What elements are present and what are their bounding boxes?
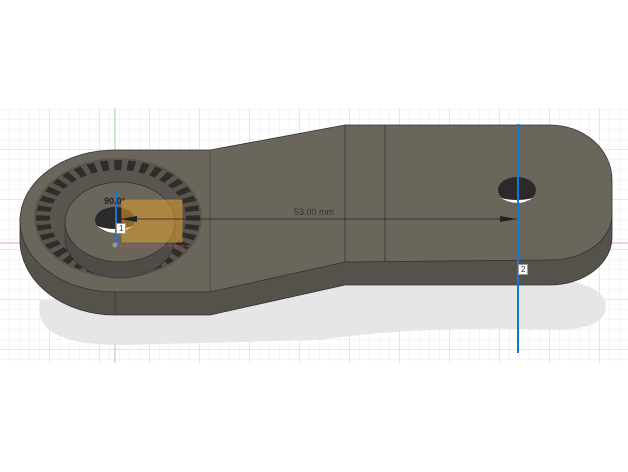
arrow-head-right — [500, 216, 517, 222]
gear-tooth — [39, 232, 56, 241]
gear-tooth — [167, 178, 184, 189]
gear-tooth — [159, 171, 174, 183]
gear-tooth — [114, 160, 122, 171]
point-tag-1[interactable]: 1 — [116, 223, 127, 234]
gear-tooth — [184, 205, 200, 212]
gear-tooth — [99, 160, 110, 172]
gear-tooth — [45, 186, 61, 196]
move-handle-plane[interactable] — [121, 199, 183, 243]
arrow-head-left — [120, 216, 137, 222]
gear-tooth — [185, 215, 200, 221]
dimension-label[interactable]: 53.00 mm — [294, 207, 335, 217]
gear-tooth — [62, 171, 77, 183]
gear-tooth — [184, 224, 200, 231]
gear-tooth — [52, 247, 69, 258]
gear-tooth — [45, 240, 61, 250]
gear-tooth — [73, 166, 87, 178]
gear-tooth — [52, 178, 69, 189]
gear-tooth — [149, 166, 163, 178]
point-tag-2[interactable]: 2 — [518, 264, 529, 275]
angle-label[interactable]: 90.0° — [104, 196, 126, 206]
gear-tooth — [36, 205, 52, 212]
origin-point[interactable] — [112, 242, 118, 248]
gear-tooth — [36, 224, 52, 231]
gear-tooth — [180, 232, 197, 241]
gear-tooth — [39, 195, 56, 204]
gear-tooth — [175, 240, 191, 250]
gear-tooth — [86, 162, 98, 174]
gear-tooth — [36, 215, 51, 221]
gear-tooth — [180, 195, 197, 204]
gear-tooth — [126, 160, 137, 172]
gear-tooth — [175, 186, 191, 196]
gear-tooth — [138, 162, 150, 174]
